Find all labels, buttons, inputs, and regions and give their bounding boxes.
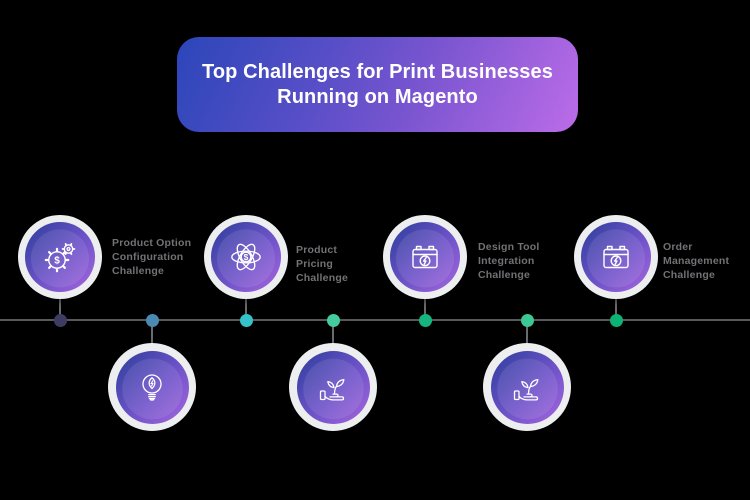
timeline-dot: [521, 314, 534, 327]
challenge-node-hand-plant: [483, 343, 571, 431]
connector-stem: [151, 321, 153, 344]
timeline-dot: [240, 314, 253, 327]
connector-stem: [59, 297, 61, 320]
timeline-dot: [327, 314, 340, 327]
connector-stem: [615, 297, 617, 320]
page-title: Top Challenges for Print Businesses: [202, 60, 553, 83]
hand-plant-icon: [505, 365, 549, 409]
challenge-label: Product Option Configuration Challenge: [112, 237, 192, 277]
page-title-line2: Running on Magento: [277, 85, 478, 108]
bulb-leaf-icon: [132, 367, 172, 407]
battery-bolt-icon: [596, 237, 636, 277]
challenge-node-order-management: [574, 215, 658, 299]
hand-plant-icon: [311, 365, 355, 409]
timeline-line: [0, 319, 750, 321]
connector-stem: [245, 297, 247, 320]
connector-stem: [526, 321, 528, 344]
challenge-label: Order Management Challenge: [663, 241, 730, 281]
svg-text:$: $: [54, 256, 60, 267]
battery-bolt-icon: [405, 237, 445, 277]
challenge-node-design-tool: [383, 215, 467, 299]
challenge-node-bulb: [108, 343, 196, 431]
svg-text:$: $: [244, 252, 249, 262]
title-banner: Top Challenges for Print Businesses Runn…: [177, 37, 578, 132]
atom-dollar-icon: $: [225, 236, 267, 278]
gear-dollar-icon: $: [40, 237, 80, 277]
challenge-node-product-pricing: $: [204, 215, 288, 299]
connector-stem: [424, 297, 426, 320]
challenge-label: Product Pricing Challenge: [296, 244, 348, 284]
challenge-node-hand-plant: [289, 343, 377, 431]
timeline-dot: [54, 314, 67, 327]
timeline-dot: [610, 314, 623, 327]
challenge-label: Design Tool Integration Challenge: [478, 241, 540, 281]
timeline-dot: [419, 314, 432, 327]
connector-stem: [332, 321, 334, 344]
timeline-dot: [146, 314, 159, 327]
challenge-node-product-option: $: [18, 215, 102, 299]
